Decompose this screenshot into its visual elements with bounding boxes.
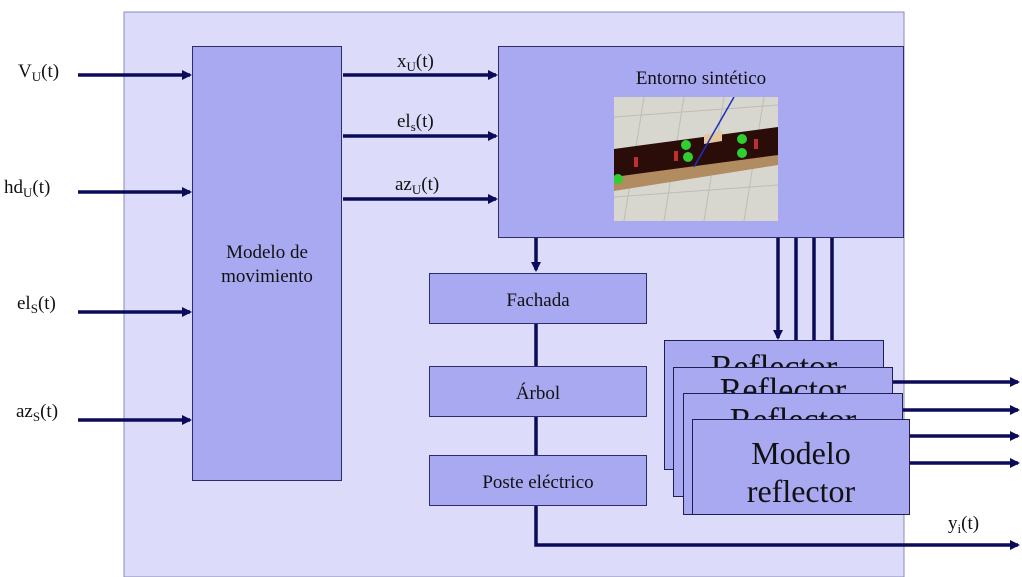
facade-label: Fachada xyxy=(506,290,570,311)
synthetic-scene-thumbnail xyxy=(614,97,778,221)
tree-label: Árbol xyxy=(515,383,561,404)
reflector-model-line2: reflector xyxy=(746,473,856,509)
reflector-model-block: Modelo reflector xyxy=(692,419,910,515)
synthetic-environment-label: Entorno sintético xyxy=(635,68,767,89)
signal-label-azu: azU(t) xyxy=(395,174,440,197)
motion-model-label: Modelo de movimiento xyxy=(221,242,313,287)
input-label-azs: azS(t) xyxy=(16,401,59,424)
signal-label-xu: xU(t) xyxy=(397,51,434,74)
signal-label-yi: yi(t) xyxy=(948,513,980,536)
reflector-model-line1: Modelo xyxy=(751,435,851,471)
electric-pole-block: Poste eléctrico xyxy=(429,455,647,506)
input-label-hdu: hdU(t) xyxy=(4,177,51,200)
input-label-vu: VU(t) xyxy=(18,61,60,84)
motion-model-block: Modelo de movimiento xyxy=(192,46,342,481)
tree-block: Árbol xyxy=(429,366,647,417)
signal-label-els: els(t) xyxy=(397,111,434,134)
facade-block: Fachada xyxy=(429,273,647,324)
electric-pole-label: Poste eléctrico xyxy=(482,472,594,493)
input-label-els: elS(t) xyxy=(17,293,56,316)
output-arrow-yi xyxy=(534,506,1020,550)
